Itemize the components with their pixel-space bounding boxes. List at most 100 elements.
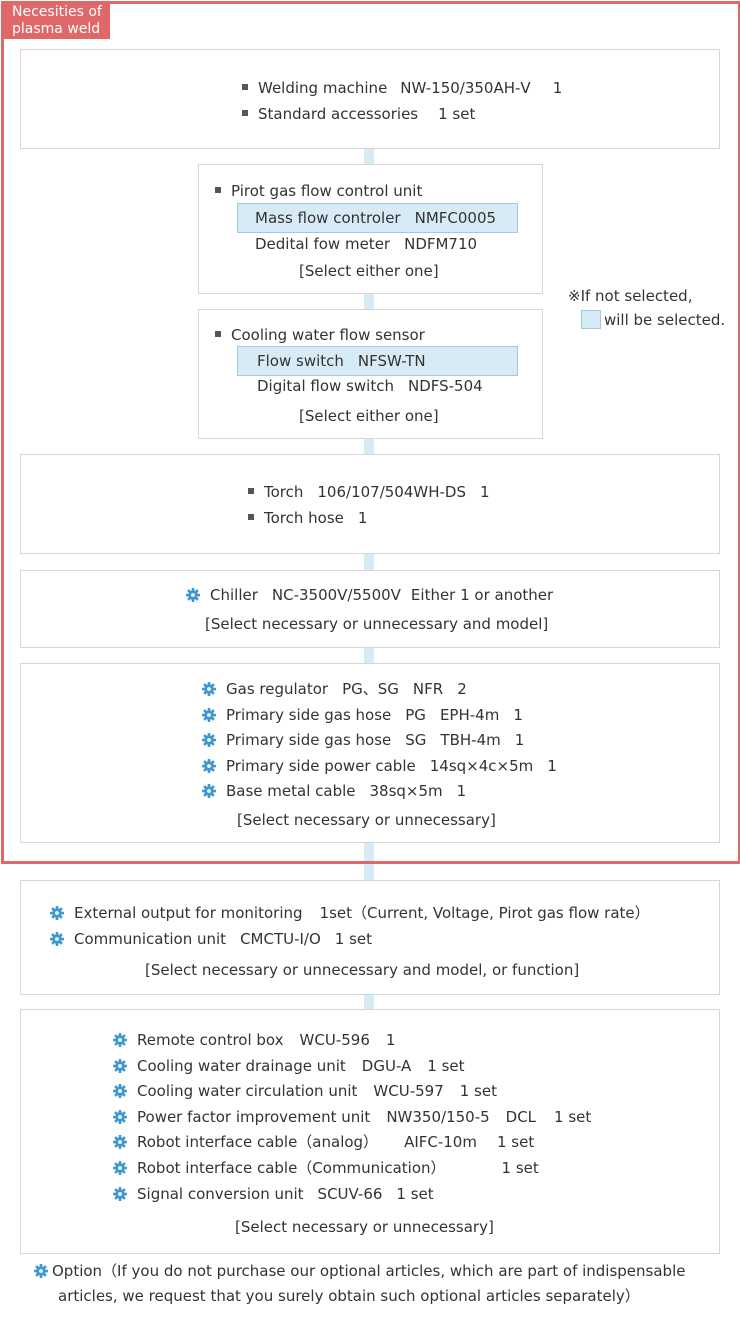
item-detail: 1 (456, 782, 467, 801)
item-name: External output for monitoring (74, 904, 303, 922)
gear-icon (50, 931, 64, 946)
item-name: Cooling water circulation unit (137, 1082, 358, 1101)
tag-line: Necesities of (12, 4, 102, 20)
connector (364, 553, 374, 572)
external-output-box: External output for monitoring 1set（Curre… (20, 880, 720, 995)
legend-line: will be selected. (604, 311, 726, 329)
gear-icon (202, 707, 216, 722)
item-detail: 1set（Current, Voltage, Pirot gas flow ra… (319, 904, 650, 922)
item-name: Communication unit (74, 929, 227, 948)
list-item: Primary side gas hose SG TBH-4m 1 (202, 730, 524, 750)
default-selection-highlight (237, 346, 518, 376)
item-detail: CMCTU-I/O (240, 929, 321, 948)
footer-note: articles, we request that you surely obt… (58, 1287, 640, 1305)
gear-icon (34, 1263, 48, 1278)
item-detail: 1 (385, 1031, 396, 1049)
item-detail: 1 set (427, 1056, 465, 1075)
item-detail: NFR (412, 680, 444, 698)
item-detail: 38sq×5m (369, 782, 443, 801)
gear-icon (50, 905, 64, 920)
gear-icon (113, 1058, 127, 1073)
gear-icon (113, 1083, 127, 1099)
item-name: Base metal cable (226, 782, 356, 801)
item-name: Primary side gas hose (226, 731, 392, 750)
select-note: [Select necessary or unnecessary] (237, 811, 496, 829)
select-note: [Select necessary or unnecessary and mod… (205, 615, 549, 633)
gear-icon (202, 783, 216, 799)
connector (364, 994, 374, 1011)
item-detail: DGU-A (361, 1056, 412, 1075)
gear-icon (113, 1160, 127, 1175)
bullet-square-icon (248, 488, 254, 494)
connector (364, 293, 374, 311)
bullet-square-icon (242, 84, 248, 90)
gear-icon (113, 1134, 127, 1150)
item-detail: SCUV-66 (317, 1184, 383, 1203)
item-detail: 1 (513, 705, 523, 724)
item-name: Welding machine (258, 79, 388, 97)
item-detail: 1 set (501, 1159, 539, 1177)
section-title: Cooling water flow sensor (215, 325, 425, 345)
item-name: Robot interface cable（analog） (137, 1133, 379, 1152)
item-detail: WCU-596 (299, 1031, 370, 1049)
bullet-square-icon (242, 110, 248, 116)
pirot-gas-box: Pirot gas flow control unit Mass flow co… (198, 164, 543, 294)
item-qty: 1 set (438, 105, 476, 123)
item-detail: AIFC-10m (404, 1133, 477, 1152)
item-detail: WCU-597 (373, 1082, 444, 1101)
item-name: Remote control box (137, 1031, 284, 1049)
necessities-tag: Necesities of plasma weld (2, 2, 110, 39)
gear-icon (113, 1109, 127, 1124)
necessities-frame (1, 1, 740, 864)
item-detail: 1 set (496, 1133, 535, 1152)
item-detail: 2 (457, 680, 467, 698)
default-selection-highlight (237, 203, 518, 233)
item-detail: SG (405, 731, 427, 750)
item-detail: 1 set (334, 929, 373, 948)
item-name: Cooling water drainage unit (137, 1056, 346, 1075)
select-note: [Select either one] (299, 407, 439, 425)
gear-icon (113, 1186, 127, 1201)
connector (364, 647, 374, 664)
item-detail: 1 set (396, 1184, 434, 1203)
list-item: Remote control box WCU-596 1 (113, 1030, 395, 1050)
item-detail: 1 set (554, 1107, 592, 1126)
tag-line: plasma weld (12, 21, 101, 37)
item-name: Power factor improvement unit (137, 1107, 371, 1126)
gear-icon (202, 758, 216, 773)
item-detail: TBH-4m (440, 731, 501, 750)
item-detail: DCL (505, 1107, 537, 1126)
item-detail: 14sq×4c×5m (429, 756, 534, 775)
list-item: Communication unit CMCTU-I/O 1 set (50, 929, 372, 949)
item-qty: 1 (552, 79, 563, 97)
bullet-square-icon (215, 187, 221, 193)
select-note: [Select either one] (299, 262, 439, 280)
gear-icon (202, 681, 216, 696)
item-name: Robot interface cable（Communication） (137, 1159, 446, 1177)
item-name: Gas regulator (226, 680, 329, 698)
item-detail: 1 (514, 731, 525, 750)
item-name: Primary side gas hose (226, 705, 392, 724)
item-detail: 1 set (459, 1082, 497, 1101)
select-note: [Select necessary or unnecessary and mod… (145, 961, 580, 979)
list-item: External output for monitoring 1set（Curre… (50, 903, 650, 923)
list-item: Robot interface cable（Communication） 1 se… (113, 1158, 539, 1178)
